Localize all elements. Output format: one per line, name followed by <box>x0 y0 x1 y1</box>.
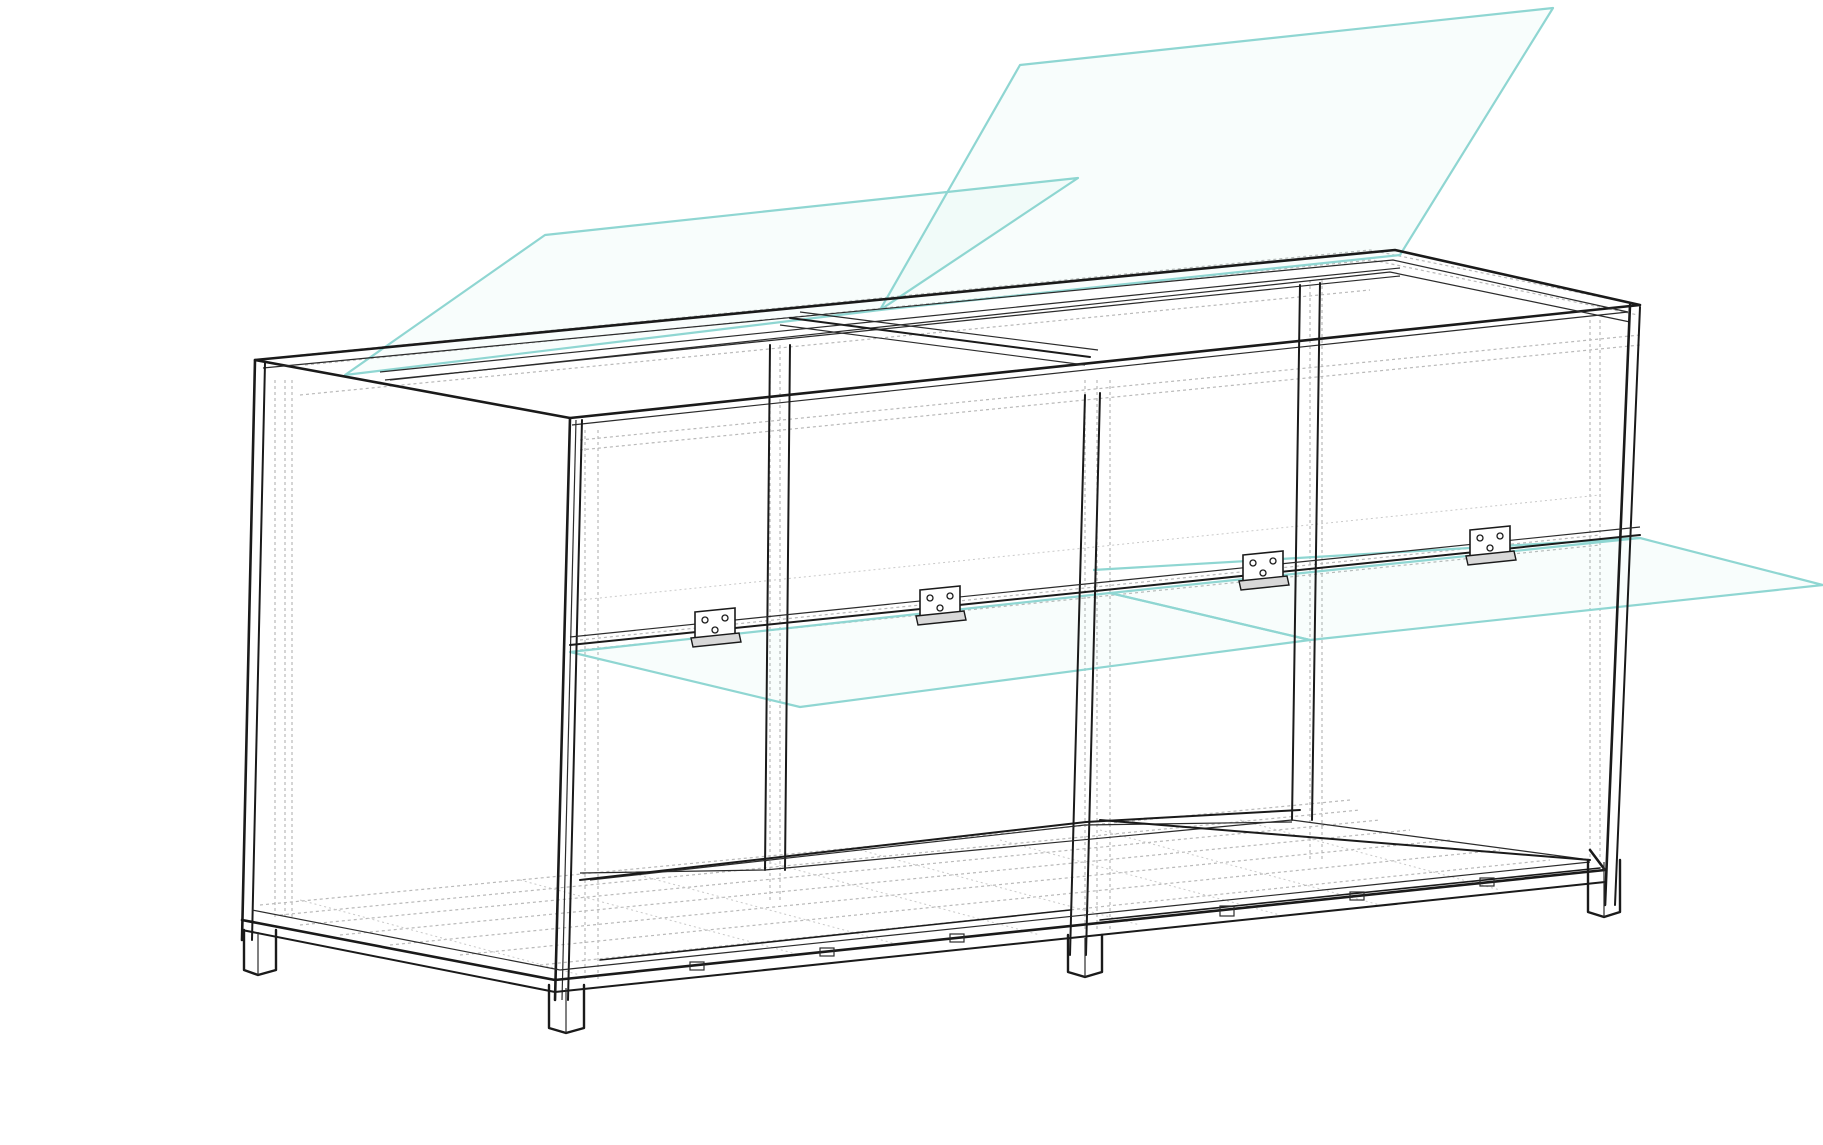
leg-left <box>242 928 278 977</box>
glass-lids-top <box>343 6 1555 377</box>
cabinet-frame <box>240 248 1642 1002</box>
glass-panels-front <box>568 536 1823 709</box>
hinge-3 <box>1238 550 1290 591</box>
leg-center <box>1066 933 1104 979</box>
glass-panel-front-right <box>1108 536 1823 642</box>
legs <box>242 858 1622 1035</box>
glass-lid-top-right <box>878 6 1555 312</box>
leg-front <box>547 983 586 1035</box>
glass-lid-top-left <box>343 176 1080 377</box>
hinge-2 <box>915 585 967 626</box>
hinges <box>690 525 1517 648</box>
leg-right <box>1586 858 1622 919</box>
hinge-1 <box>690 607 742 648</box>
hinge-4 <box>1465 525 1517 566</box>
hidden-lines <box>259 249 1641 980</box>
